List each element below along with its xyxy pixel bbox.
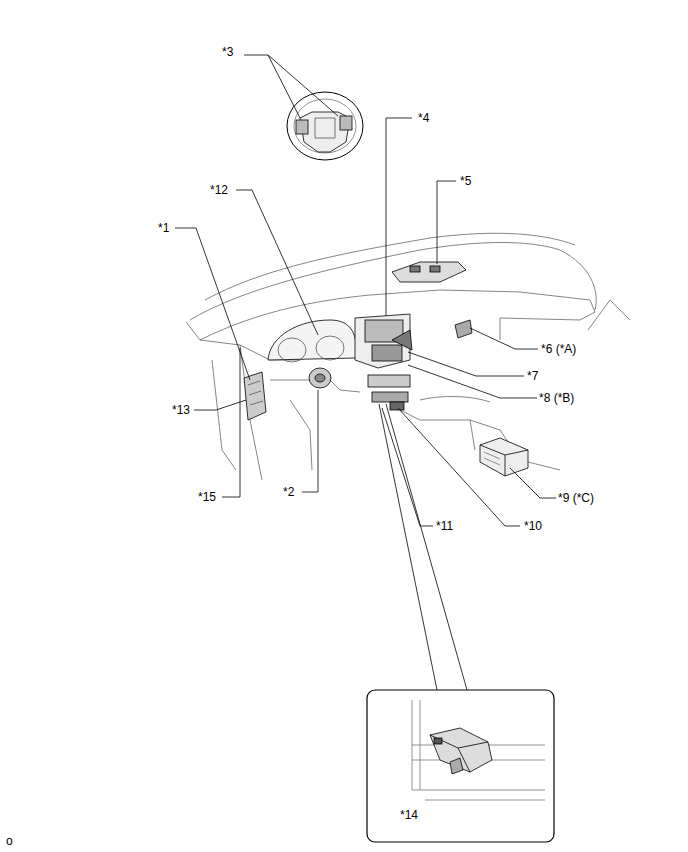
callout-number: *10 <box>524 519 542 533</box>
callout-number: *4 <box>418 111 429 125</box>
callout-number: *5 <box>460 174 471 188</box>
callout-number: *3 <box>222 45 233 59</box>
overhead-module <box>392 262 466 282</box>
callout-number: o <box>6 834 13 848</box>
combination-meter <box>268 320 356 362</box>
callout-number: *13 <box>172 403 190 417</box>
callout-number: *14 <box>400 808 418 822</box>
center-panel <box>355 314 412 410</box>
module-box <box>480 438 528 476</box>
ecu-module <box>244 372 266 420</box>
detail-inset <box>367 690 554 842</box>
callout-number: *2 <box>283 485 294 499</box>
callout-number: *8 (*B) <box>539 391 574 405</box>
steering-wheel <box>287 92 363 160</box>
spiral-cable <box>309 368 331 388</box>
callout-number: *1 <box>158 221 169 235</box>
callout-number: *12 <box>210 183 228 197</box>
callout-number: *7 <box>527 369 538 383</box>
switch-component <box>455 320 472 338</box>
callout-number: *9 (*C) <box>558 491 594 505</box>
callout-number: *11 <box>436 519 453 533</box>
callout-number: *15 <box>198 490 216 504</box>
dashboard <box>186 233 630 480</box>
callout-number: *6 (*A) <box>541 342 576 356</box>
